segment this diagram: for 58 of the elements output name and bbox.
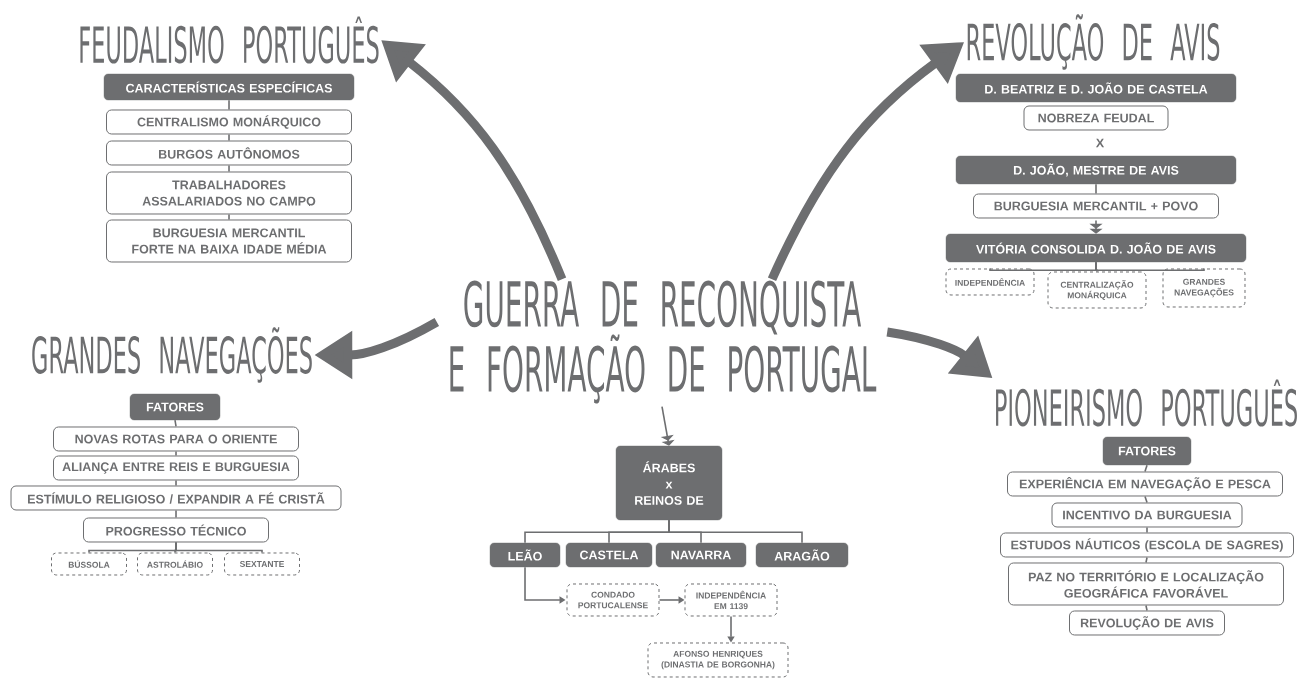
connector-line (175, 541, 263, 554)
connector-line (1095, 261, 1205, 271)
item-box: PROGRESSO TÉCNICO (83, 517, 269, 543)
item-box: CENTRALISMO MONÁRQUICO (106, 109, 352, 135)
connector-line (1146, 526, 1148, 534)
connector-line (1145, 604, 1148, 612)
section-heading: REVOLUÇÃO DE AVIS (967, 14, 1220, 70)
header-box: NAVARRA (655, 542, 747, 568)
connector-line (228, 213, 230, 221)
connector-line (175, 509, 177, 519)
dashed-box: GRANDES NAVEGAÇÕES (1162, 268, 1246, 308)
connector-line (1145, 556, 1148, 564)
connector-line (668, 519, 803, 544)
dashed-box: AFONSO HENRIQUES (DINASTIA DE BORGONHA) (647, 642, 789, 678)
item-box: NOVAS ROTAS PARA O ORIENTE (53, 426, 299, 452)
connector-line (228, 133, 230, 142)
connector-line (174, 419, 177, 428)
dashed-box: ASTROLÁBIO (137, 552, 213, 576)
connector-line (228, 164, 230, 173)
item-box: TRABALHADORES ASSALARIADOS NO CAMPO (106, 171, 352, 215)
item-box: ALIANÇA ENTRE REIS E BURGUESIA (53, 455, 299, 481)
connector-line (1144, 495, 1148, 504)
section-heading: GRANDES NAVEGAÇÕES (32, 327, 312, 383)
header-box: VITÓRIA CONSOLIDA D. JOÃO DE AVIS (945, 233, 1247, 263)
header-box: D. BEATRIZ E D. JOÃO DE CASTELA (955, 73, 1237, 103)
header-box: FATORES (129, 393, 221, 421)
header-box: CASTELA (565, 542, 653, 568)
dashed-box: INDEPENDÊNCIA (945, 268, 1035, 296)
connector-line (1095, 183, 1097, 195)
dashed-box: CONDADO PORTUCALENSE (566, 583, 660, 617)
section-heading: FEUDALISMO PORTUGUÊS (80, 16, 379, 64)
item-box: BURGUESIA MERCANTIL FORTE NA BAIXA IDADE MÉDIA (106, 219, 352, 263)
item-box: REVOLUÇÃO DE AVIS (1069, 610, 1225, 636)
dashed-box: SEXTANTE (224, 552, 300, 576)
header-box: D. JOÃO, MESTRE DE AVIS (955, 155, 1237, 185)
header-box: FATORES (1102, 436, 1192, 466)
item-box: ESTÍMULO RELIGIOSO / EXPANDIR A FÉ CRISTÃ (10, 485, 342, 511)
connector-line (228, 99, 230, 111)
item-box: ESTUDOS NÁUTICOS (ESCOLA DE SAGRES) (1000, 532, 1294, 558)
dashed-box: INDEPENDÊNCIA EM 1139 (684, 583, 778, 617)
item-box: BURGOS AUTÔNOMOS (106, 140, 352, 166)
item-box: EXPERIÊNCIA EM NAVEGAÇÃO E PESCA (1007, 471, 1283, 497)
item-box: BURGUESIA MERCANTIL + POVO (973, 193, 1219, 219)
header-box: LEÃO (489, 542, 561, 568)
dashed-box: CENTRALIZAÇÃO MONÁRQUICA (1047, 271, 1147, 309)
header-box: ARAGÃO (755, 542, 849, 568)
connector-line (175, 479, 177, 487)
section-heading: PIONEIRISMO PORTUGUÊS (996, 379, 1297, 427)
connector-line (1144, 464, 1148, 473)
connector-line (175, 450, 177, 457)
item-box: NOBREZA FEUDAL (1023, 105, 1169, 131)
item-box: INCENTIVO DA BURGUESIA (1051, 502, 1243, 528)
versus-mark: X (1095, 138, 1105, 148)
dashed-box: BÚSSOLA (51, 552, 127, 576)
header-box: CARACTERÍSTICAS ESPECÍFICAS (103, 73, 355, 101)
header-box: ÁRABES x REINOS DE (615, 445, 723, 521)
item-box: PAZ NO TERRITÓRIO E LOCALIZAÇÃO GEOGRÁFICA FAVORÁVEL (1008, 562, 1284, 606)
title-text: GUERRA DE RECONQUISTA E FORMAÇÃO DE PORTUGAL (450, 280, 877, 404)
